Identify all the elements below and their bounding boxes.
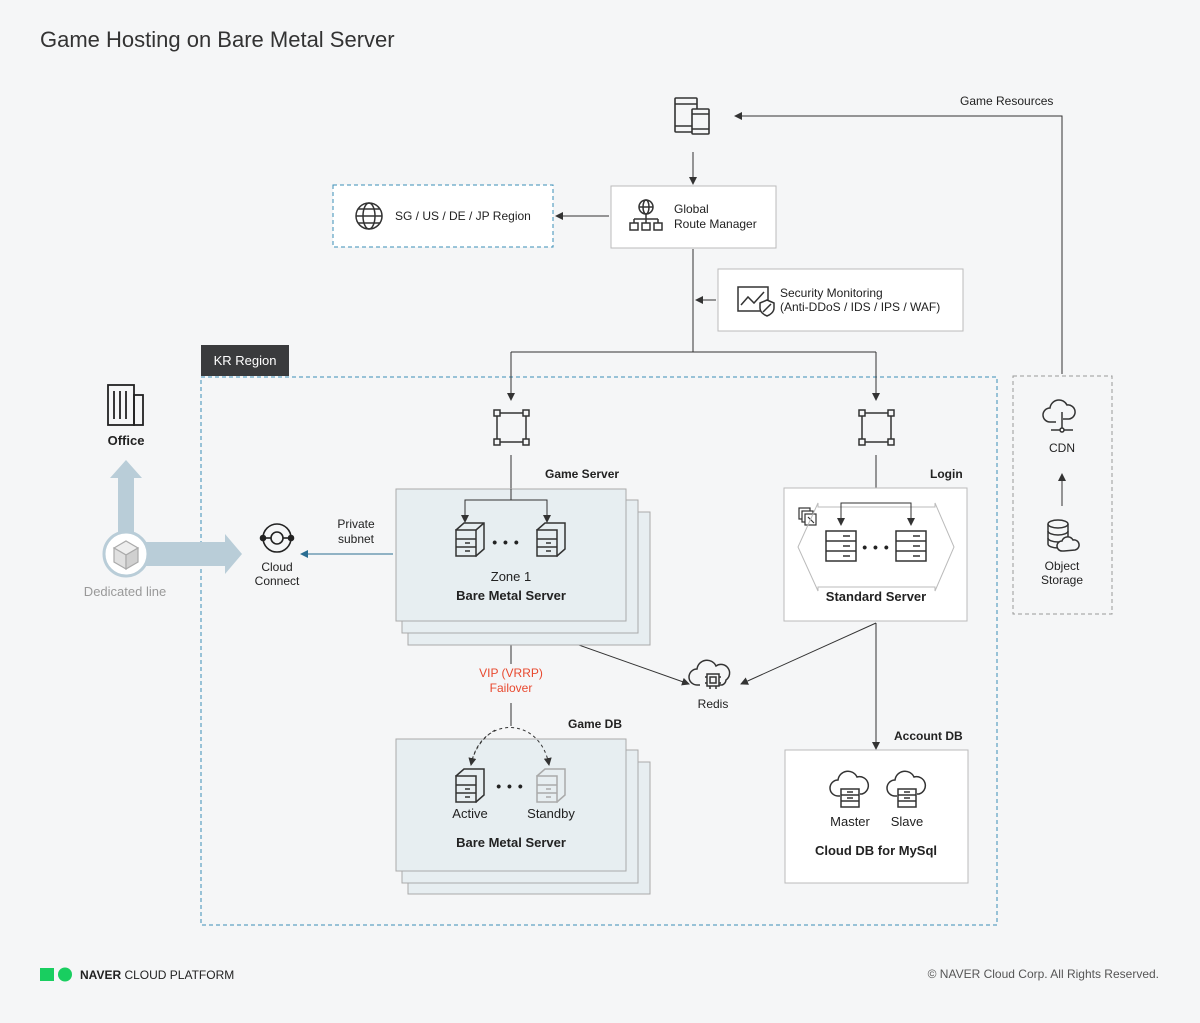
standard-server-label: Standard Server: [825, 589, 927, 604]
auto-scaling-icon: [798, 507, 817, 526]
grm-label-2: Route Manager: [674, 217, 757, 231]
dedicated-line-label: Dedicated line: [83, 584, 167, 599]
account-db-box: [784, 749, 969, 884]
active-label: Active: [452, 806, 488, 821]
cdn-label: CDN: [1049, 441, 1075, 455]
scaling-arrow-shape: [797, 502, 955, 592]
bare-metal-server-icon: [535, 522, 566, 558]
game-db-stack: [395, 738, 651, 895]
dedicated-line-arrows: [110, 460, 242, 574]
device-icon: [674, 97, 710, 135]
game-resources-label: Game Resources: [960, 94, 1054, 108]
cdn-icon: [1042, 399, 1076, 433]
security-label-2: (Anti-DDoS / IDS / IPS / WAF): [780, 300, 941, 314]
redis-icon: [688, 659, 731, 689]
private-subnet-label-1: Private: [337, 517, 375, 531]
game-server-stack: [395, 488, 651, 646]
standard-server-icon: [895, 530, 927, 562]
standard-server-icon: [825, 530, 857, 562]
dedicated-line-cube-icon: [112, 540, 140, 571]
cloud-connect-icon: [259, 523, 295, 553]
route-manager-icon: [629, 199, 663, 231]
brand-rest: CLOUD PLATFORM: [121, 968, 235, 982]
kr-region-tab: KR Region: [201, 345, 289, 376]
cloud-db-label: Cloud DB for MySql: [814, 843, 938, 858]
brand-name: NAVER CLOUD PLATFORM: [80, 968, 234, 982]
regions-label: SG / US / DE / JP Region: [395, 209, 531, 223]
naver-cloud-logo: [40, 967, 72, 982]
active-server-icon: [454, 768, 485, 804]
slave-label: Slave: [890, 814, 924, 829]
cloud-connect-label-2: Connect: [254, 574, 300, 588]
standby-label: Standby: [527, 806, 575, 821]
game-db-bms-label: Bare Metal Server: [456, 835, 566, 850]
vip-label-2: Failover: [489, 681, 533, 695]
office-building-icon: [107, 384, 144, 426]
game-server-bms-label: Bare Metal Server: [456, 588, 566, 603]
cloud-connect-label-1: Cloud: [261, 560, 293, 574]
security-monitor-icon: [737, 286, 775, 317]
security-label-1: Security Monitoring: [780, 286, 883, 300]
cdn-storage-box: [1012, 375, 1113, 615]
game-server-label: Game Server: [545, 467, 620, 481]
ellipsis-dots: • • •: [496, 778, 524, 794]
private-subnet-label-2: subnet: [337, 532, 375, 546]
zone1-label: Zone 1: [490, 569, 532, 584]
object-storage-label-1: Object: [1044, 559, 1080, 573]
master-db-icon: [829, 770, 870, 808]
security-box: [717, 268, 964, 332]
grm-box: [610, 185, 777, 249]
slave-db-icon: [886, 770, 927, 808]
bare-metal-server-icon: [454, 522, 485, 558]
object-storage-icon: [1047, 519, 1080, 552]
load-balancer-icon: [858, 409, 895, 446]
vip-label-1: VIP (VRRP): [479, 666, 543, 680]
grm-label-1: Global: [674, 202, 709, 216]
game-db-label: Game DB: [568, 717, 623, 731]
page-title: Game Hosting on Bare Metal Server: [40, 27, 395, 52]
redis-label: Redis: [697, 697, 729, 711]
ellipsis-dots: • • •: [862, 539, 890, 555]
login-label: Login: [930, 467, 963, 481]
standby-server-icon: [535, 768, 566, 804]
ellipsis-dots: • • •: [492, 534, 520, 550]
office-label: Office: [107, 433, 145, 448]
account-db-label: Account DB: [894, 729, 963, 743]
brand-bold: NAVER: [80, 968, 122, 982]
object-storage-label-2: Storage: [1040, 573, 1084, 587]
load-balancer-icon: [493, 409, 530, 446]
copyright: © NAVER Cloud Corp. All Rights Reserved.: [927, 967, 1159, 981]
master-label: Master: [830, 814, 870, 829]
globe-icon: [355, 202, 383, 230]
